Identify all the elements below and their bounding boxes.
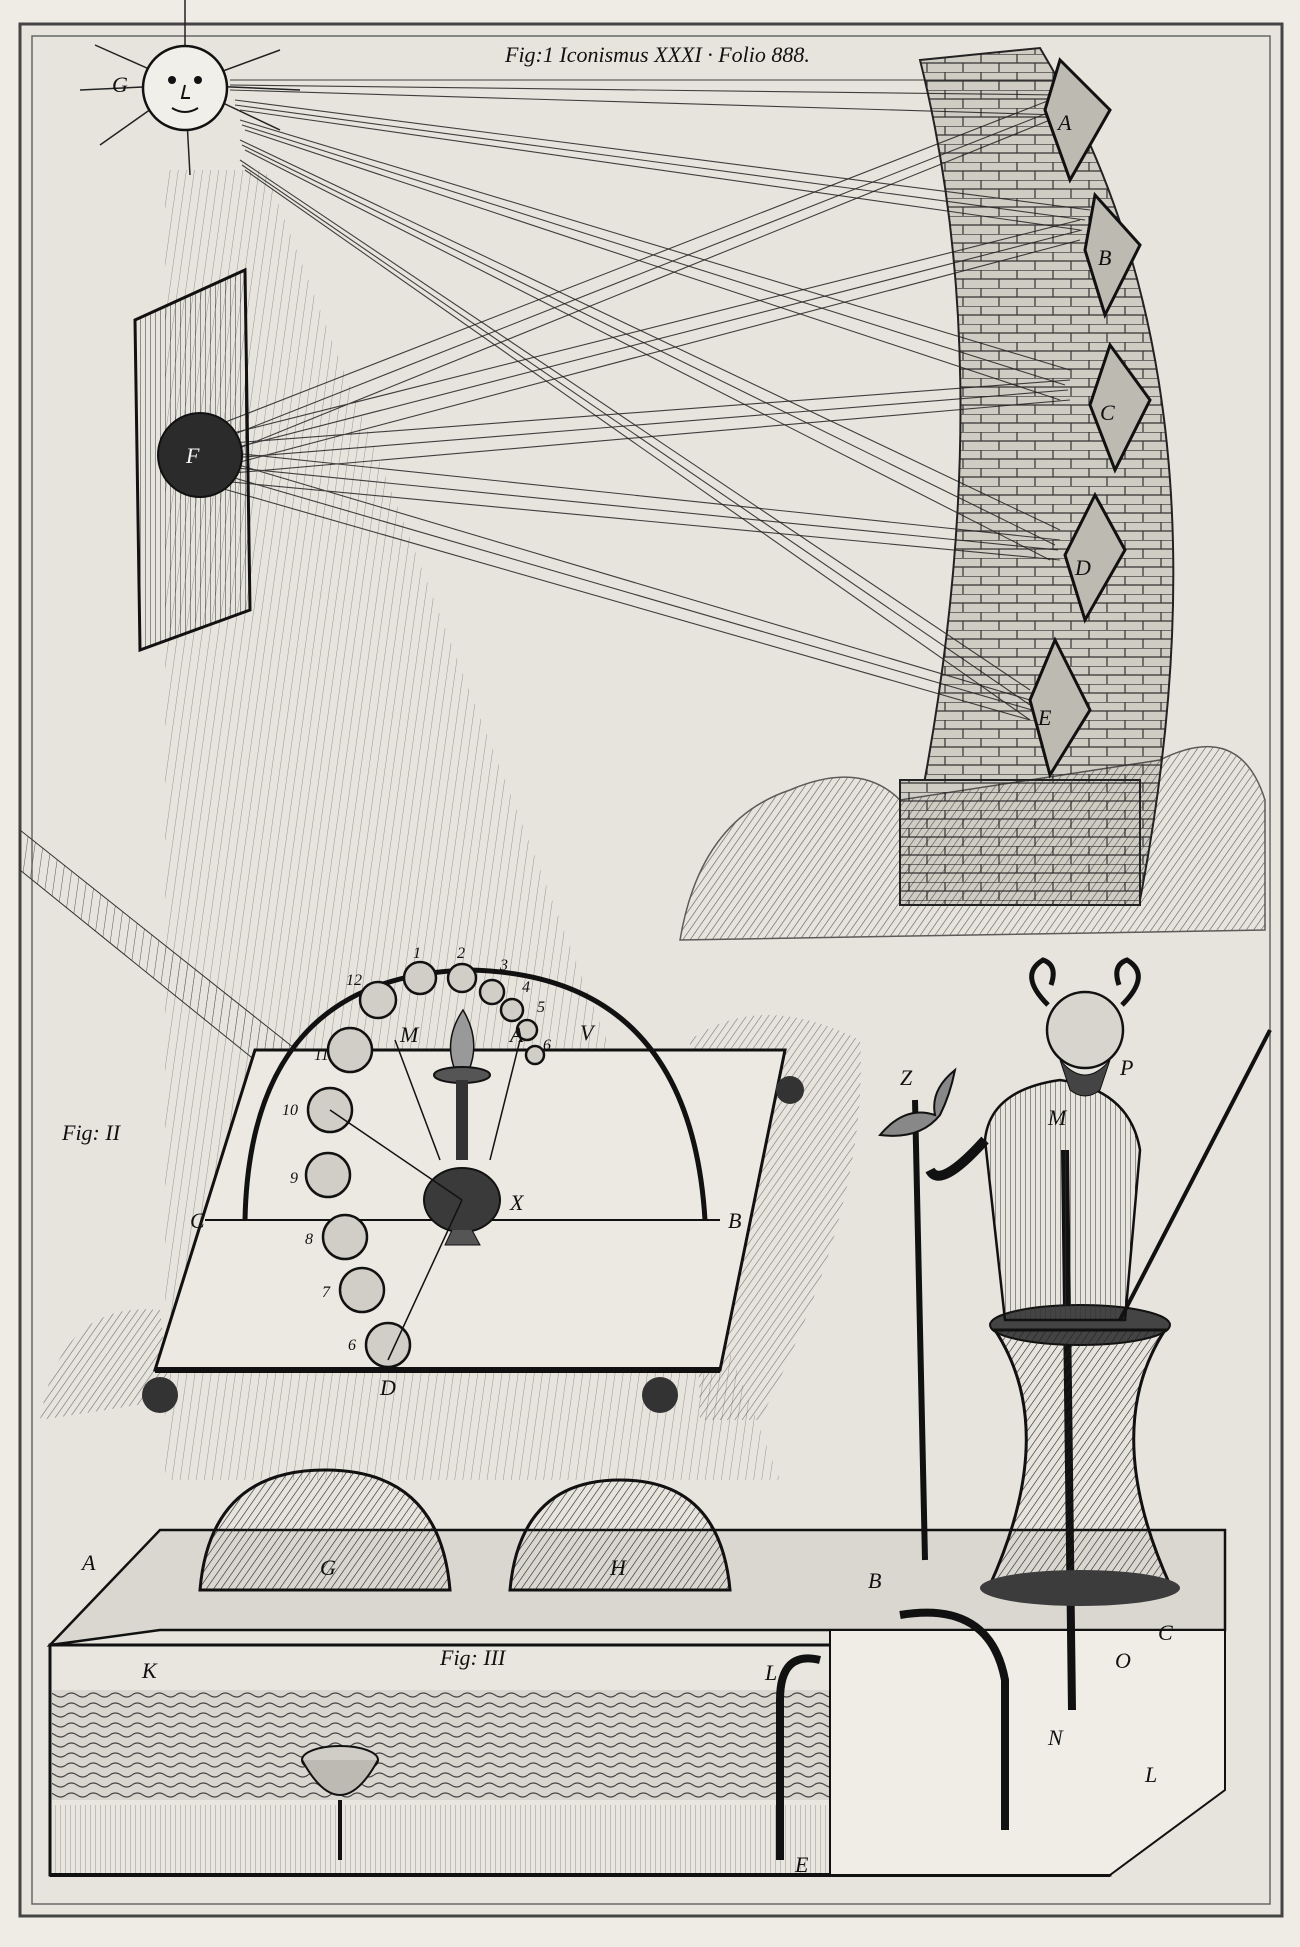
sphere-number-5: 5 — [537, 999, 545, 1016]
label-sun-G: G — [112, 72, 128, 97]
mirror-B — [1083, 191, 1142, 320]
reflected-rays — [204, 99, 1083, 721]
label-fig3-C: C — [1158, 1620, 1173, 1645]
sphere-4 — [499, 997, 525, 1023]
sphere-2 — [446, 962, 478, 994]
mirror-D — [1063, 491, 1127, 624]
hemisphere-H — [508, 1478, 732, 1592]
label-fig3-A: A — [80, 1550, 96, 1575]
label-fig3-P: P — [1119, 1055, 1133, 1080]
sphere-number-6b: 6 — [348, 1337, 356, 1354]
mirror-A — [1043, 57, 1112, 184]
sphere-9 — [304, 1151, 352, 1199]
sphere-number-12: 12 — [346, 972, 362, 989]
label-fig3-B: B — [868, 1568, 881, 1593]
sphere-number-8: 8 — [305, 1231, 313, 1248]
sphere-number-6a: 6 — [543, 1037, 551, 1054]
label-fig3-G: G — [320, 1555, 336, 1580]
label-fig2-C: C — [190, 1208, 205, 1233]
fig3-caption: Fig: III — [439, 1645, 507, 1670]
label-fig3-H: H — [609, 1555, 627, 1580]
fig2-landscape — [40, 1309, 170, 1420]
pipe-left — [776, 1654, 821, 1860]
fig1-landscape — [679, 745, 1266, 941]
table-foot-right — [642, 1377, 678, 1413]
label-fig3-E: E — [794, 1852, 809, 1877]
sphere-number-2: 2 — [457, 945, 465, 962]
fig3-group: A B G H K L L E N O C Z M P Fig: III — [46, 957, 1272, 1877]
beam-to-sphere-line — [329, 1109, 463, 1201]
bird-icon — [878, 1067, 957, 1160]
sphere-number-9: 9 — [290, 1170, 298, 1187]
label-mirror-B: B — [1098, 245, 1111, 270]
label-fig2-B: B — [728, 1208, 741, 1233]
label-mirror-C: C — [1100, 400, 1115, 425]
sphere-number-7: 7 — [322, 1284, 331, 1301]
label-fig3-N: N — [1047, 1725, 1064, 1750]
label-fig3-K: K — [141, 1658, 158, 1683]
label-mirror-E: E — [1037, 705, 1052, 730]
mirror-C — [1088, 341, 1152, 474]
funnel-icon — [301, 1745, 379, 1860]
spear — [1118, 1029, 1272, 1321]
pipe-right — [899, 1608, 1009, 1830]
sphere-7 — [338, 1266, 386, 1314]
label-focus-F: F — [185, 443, 200, 468]
label-fig3-L: L — [764, 1660, 777, 1685]
fig2-caption: Fig: II — [61, 1120, 122, 1145]
sphere-8 — [321, 1213, 369, 1261]
table-knob — [776, 1076, 804, 1104]
sphere-6b — [364, 1321, 412, 1369]
label-mirror-D: D — [1074, 555, 1091, 580]
label-fig3-O: O — [1115, 1648, 1131, 1673]
sphere-6a — [524, 1044, 546, 1066]
label-mirror-A: A — [1056, 110, 1072, 135]
satyr-statue-icon — [925, 957, 1272, 1322]
label-fig2-X: X — [509, 1190, 525, 1215]
sphere-number-3: 3 — [499, 957, 508, 974]
label-fig3-L2: L — [1144, 1762, 1157, 1787]
sphere-number-10: 10 — [282, 1102, 298, 1119]
sphere-12 — [358, 980, 398, 1020]
label-fig3-Z: Z — [900, 1065, 913, 1090]
focus-point-F — [157, 412, 243, 498]
line-to-D — [387, 1199, 463, 1361]
fig3-right-compartment — [829, 1629, 1226, 1876]
sphere-number-4: 4 — [522, 979, 530, 996]
plate-inner-border — [31, 35, 1271, 1905]
mirror-E — [1028, 636, 1092, 779]
sphere-number-1: 1 — [413, 945, 421, 962]
sphere-number-11: 11 — [314, 1047, 329, 1064]
sphere-11 — [326, 1026, 374, 1074]
glass-spheres — [304, 960, 546, 1369]
label-fig2-V: V — [580, 1020, 596, 1045]
sphere-1 — [402, 960, 438, 996]
rod-staff — [912, 1099, 928, 1561]
sphere-5 — [515, 1018, 539, 1042]
label-fig2-M: M — [399, 1022, 420, 1047]
sun-face-icon — [79, 0, 301, 176]
sphere-3 — [478, 978, 506, 1006]
table-foot-left — [142, 1377, 178, 1413]
plate-header: Fig:1 Iconismus XXXI · Folio 888. — [504, 42, 810, 67]
label-fig2-D: D — [379, 1375, 396, 1400]
fig2-group: 1 2 3 4 5 6 6 7 8 9 10 11 12 M A V — [19, 828, 861, 1420]
hemisphere-G — [198, 1468, 452, 1592]
label-fig3-M: M — [1047, 1105, 1068, 1130]
label-fig2-A: A — [508, 1022, 524, 1047]
